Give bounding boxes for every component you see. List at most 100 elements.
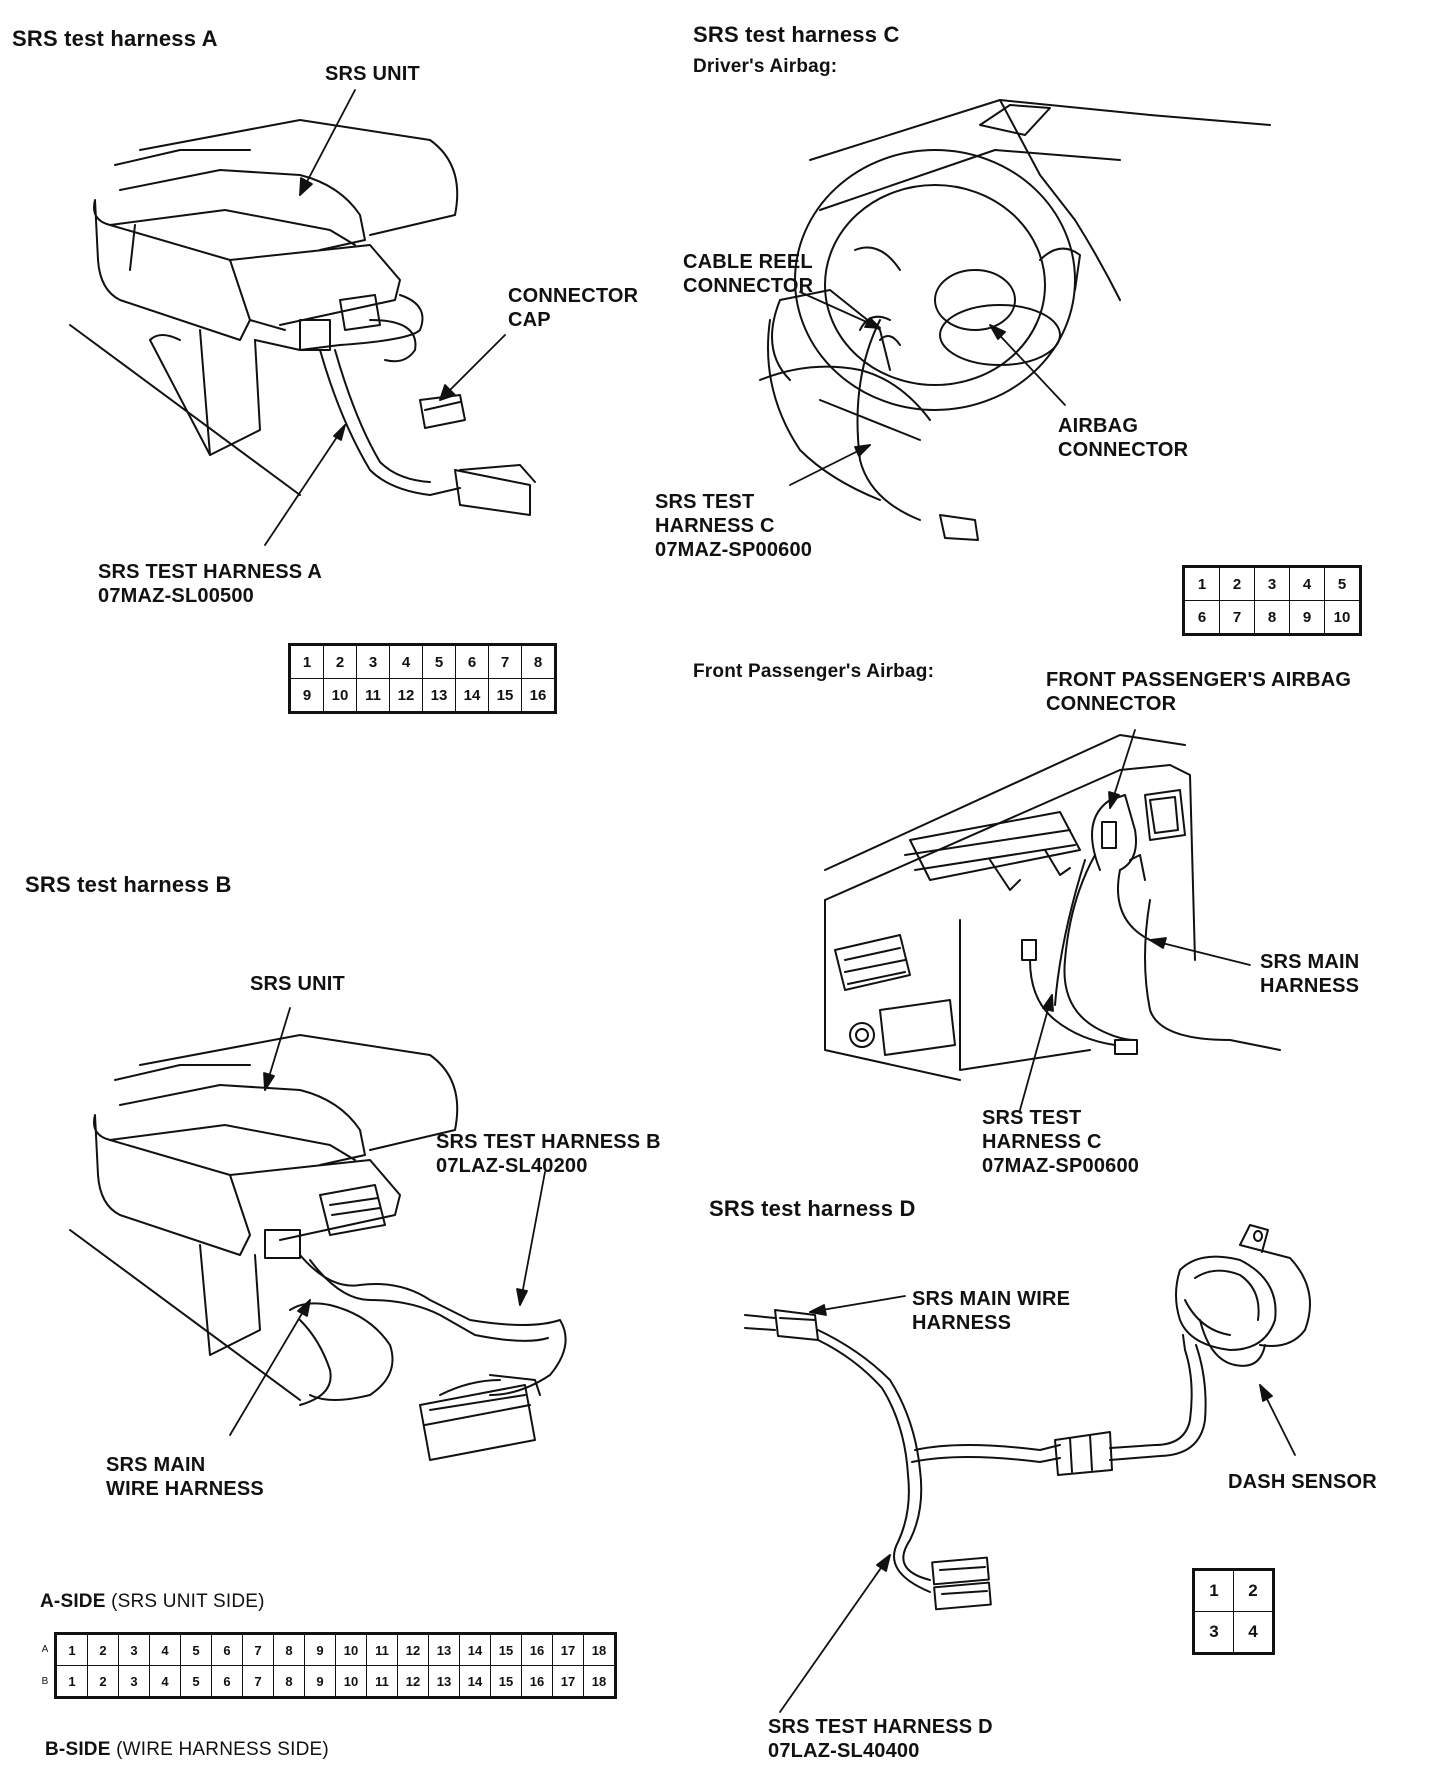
pin-cell: 11 [356,678,390,713]
pin-cell: 15 [490,1665,522,1699]
driver-airbag-subtitle: Driver's Airbag: [693,56,838,77]
passenger-airbag-subtitle: Front Passenger's Airbag: [693,661,935,682]
b-side-note: (WIRE HARNESS SIDE) [116,1739,329,1760]
pin-cell: 5 [1324,566,1361,601]
pin-cell: 12 [397,1665,429,1699]
pin-cell: 3 [356,644,390,679]
pin-cell: 10 [323,678,357,713]
dash-sensor-harness-drawing [744,1224,1311,1611]
srs-main-harness-label: SRS MAIN HARNESS [1260,951,1360,997]
pin-row: 1 2 3 4 5 [1183,566,1361,601]
row-label-b: B [41,1676,49,1687]
section-c-title: SRS test harness C [693,22,900,47]
pin-cell: 4 [149,1665,181,1699]
pin-cell: 2 [1219,566,1255,601]
b-side-title: B-SIDE [45,1739,111,1760]
pin-cell: 14 [459,1632,491,1666]
pin-cell: 10 [335,1665,367,1699]
pin-cell: 5 [422,644,456,679]
pin-cell: 8 [1254,600,1290,635]
pin-cell: 7 [242,1665,274,1699]
row-label-a: A [41,1644,49,1655]
pin-cell: 18 [583,1665,617,1699]
pin-grid-d: 1 2 3 4 [1192,1568,1275,1655]
pin-cell: 3 [1193,1611,1234,1654]
pin-cell: 2 [87,1665,119,1699]
pin-cell: 9 [304,1632,336,1666]
dash-sensor-label: DASH SENSOR [1228,1471,1377,1493]
pin-row-a: A 1 2 3 4 5 6 7 8 9 10 11 12 13 14 15 16… [36,1632,617,1666]
pin-cell: 4 [1289,566,1325,601]
pin-cell: 5 [180,1665,212,1699]
pin-cell: 12 [397,1632,429,1666]
pin-cell: 8 [521,644,556,679]
pin-cell: 1 [54,1632,88,1666]
pin-cell: 15 [490,1632,522,1666]
pin-cell: 16 [521,678,556,713]
passenger-airbag-connector-label: FRONT PASSENGER'S AIRBAG CONNECTOR [1046,669,1352,715]
srs-unit-a-drawing [69,119,536,516]
test-harness-c-label-2: SRS TEST HARNESS C 07MAZ-SP00600 [982,1107,1140,1177]
steering-wheel-drawing [759,99,1271,541]
pin-cell: 13 [428,1632,460,1666]
pin-cell: 2 [1233,1569,1274,1612]
a-side-label: A-SIDE (SRS UNIT SIDE) [40,1590,265,1614]
pin-cell: 11 [366,1632,398,1666]
srs-unit-b-drawing [69,1034,567,1461]
pin-row-b: B 1 2 3 4 5 6 7 8 9 10 11 12 13 14 15 16… [36,1665,617,1699]
cable-reel-connector-label: CABLE REEL CONNECTOR [683,251,814,297]
pin-cell: 13 [422,678,456,713]
pin-cell: 2 [87,1632,119,1666]
pin-grid-b: A 1 2 3 4 5 6 7 8 9 10 11 12 13 14 15 16… [36,1632,617,1699]
pin-cell: 6 [1183,600,1220,635]
pin-grid-a: 1 2 3 4 5 6 7 8 9 10 11 12 13 14 15 16 [288,643,557,714]
srs-unit-label-a: SRS UNIT [325,63,420,85]
pin-cell: 7 [242,1632,274,1666]
pin-cell: 17 [552,1665,584,1699]
pin-cell: 7 [488,644,522,679]
pin-cell: 18 [583,1632,617,1666]
main-wire-harness-label-b: SRS MAIN WIRE HARNESS [106,1454,264,1500]
pin-cell: 4 [149,1632,181,1666]
pin-cell: 16 [521,1665,553,1699]
pin-row: 6 7 8 9 10 [1183,600,1361,635]
b-side-label: B-SIDE (WIRE HARNESS SIDE) [45,1738,329,1762]
pin-cell: 6 [211,1665,243,1699]
pin-cell: 5 [180,1632,212,1666]
srs-unit-label-b: SRS UNIT [250,973,345,995]
pin-cell: 8 [273,1632,305,1666]
pin-cell: 7 [1219,600,1255,635]
pin-cell: 3 [118,1665,150,1699]
connector-cap-label: CONNECTOR CAP [508,285,639,331]
pin-cell: 16 [521,1632,553,1666]
pin-cell: 9 [289,678,324,713]
pin-cell: 13 [428,1665,460,1699]
section-b-title: SRS test harness B [25,872,232,897]
pin-cell: 2 [323,644,357,679]
a-side-title: A-SIDE [40,1591,106,1612]
pin-grid-c: 1 2 3 4 5 6 7 8 9 10 [1182,565,1362,636]
pin-cell: 3 [118,1632,150,1666]
pin-cell: 1 [54,1665,88,1699]
pin-cell: 6 [211,1632,243,1666]
pin-cell: 8 [273,1665,305,1699]
airbag-connector-label: AIRBAG CONNECTOR [1058,415,1189,461]
pin-row: 9 10 11 12 13 14 15 16 [289,678,556,713]
pin-cell: 11 [366,1665,398,1699]
pin-row: 3 4 [1193,1611,1274,1654]
pin-cell: 14 [459,1665,491,1699]
pin-cell: 1 [1183,566,1220,601]
pin-cell: 6 [455,644,489,679]
pin-row: 1 2 [1193,1569,1274,1612]
srs-main-wire-harness-label-d: SRS MAIN WIRE HARNESS [912,1288,1071,1334]
pin-cell: 3 [1254,566,1290,601]
leader-lines [229,89,1296,1713]
pin-cell: 9 [1289,600,1325,635]
pin-cell: 4 [389,644,423,679]
test-harness-d-label: SRS TEST HARNESS D 07LAZ-SL40400 [768,1716,993,1762]
section-a-title: SRS test harness A [12,26,218,51]
pin-cell: 1 [289,644,324,679]
pin-cell: 9 [304,1665,336,1699]
pin-cell: 17 [552,1632,584,1666]
